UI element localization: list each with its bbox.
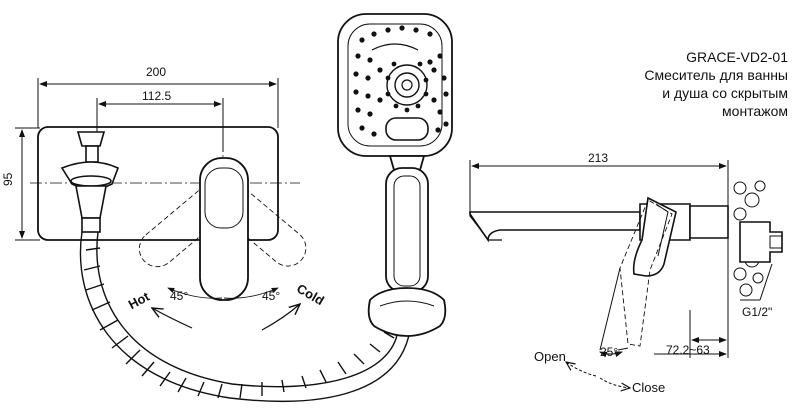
shower-hose bbox=[79, 231, 411, 403]
front-view bbox=[15, 13, 453, 403]
description-line-1: Смеситель для ванны bbox=[644, 67, 788, 83]
title-block: GRACE-VD2-01 Смеситель для ванны и душа … bbox=[644, 48, 788, 120]
dim-200-line bbox=[37, 78, 279, 128]
angle-handle-label: 25° bbox=[600, 345, 619, 359]
dim-handle-offset-label: 112.5 bbox=[142, 89, 172, 103]
dim-95-line bbox=[15, 127, 40, 241]
wall-plate bbox=[37, 126, 279, 241]
open-label: Open bbox=[534, 349, 566, 364]
model-name: GRACE-VD2-01 bbox=[686, 49, 788, 65]
angle-right-label: 45° bbox=[262, 289, 281, 303]
angle-left-label: 45° bbox=[170, 289, 189, 303]
side-view bbox=[469, 160, 783, 388]
side-handle bbox=[632, 196, 677, 277]
dim-spout-length-label: 213 bbox=[588, 151, 609, 165]
dim-width-label: 200 bbox=[146, 65, 167, 79]
dim-height-label: 95 bbox=[1, 172, 15, 186]
thread-label: G1/2" bbox=[742, 305, 773, 319]
dim-112-line bbox=[96, 98, 224, 152]
valve-body bbox=[739, 221, 783, 263]
close-label: Close bbox=[632, 380, 666, 395]
spout bbox=[469, 211, 641, 243]
description-line-2: и душа со скрытым bbox=[662, 85, 788, 101]
hand-shower bbox=[337, 13, 453, 337]
hose-connector bbox=[60, 131, 120, 233]
dim-projection-label: 72.2~63 bbox=[666, 343, 710, 357]
description-line-3: монтажом bbox=[722, 103, 788, 119]
